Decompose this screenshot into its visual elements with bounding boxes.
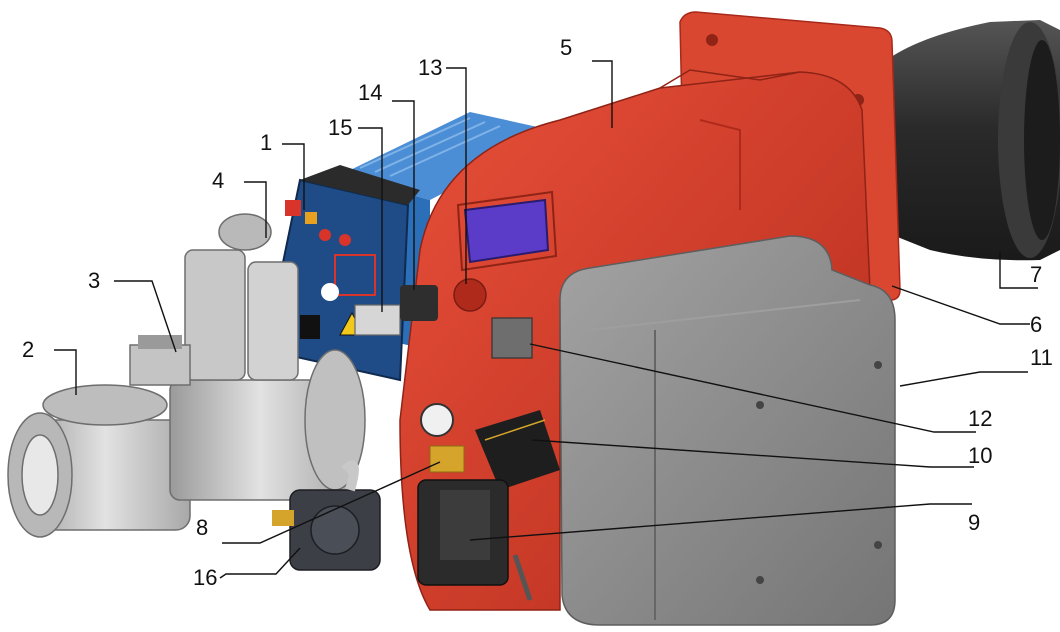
leader-2 [54, 349, 77, 395]
callout-11: 11 [1030, 345, 1053, 370]
callout-5: 5 [560, 35, 572, 60]
gas-filter [7, 384, 191, 538]
callout-7: 7 [1030, 262, 1042, 287]
leader-5 [592, 60, 613, 128]
gas-valve-body [129, 213, 366, 501]
leader-15 [358, 127, 383, 312]
leader-12 [529, 343, 976, 433]
callout-labels: 1 2 3 4 5 6 7 8 9 10 11 12 13 14 15 16 [22, 35, 1053, 590]
lower-components [272, 403, 560, 601]
leader-1 [282, 143, 305, 210]
leader-lines [54, 60, 1038, 579]
callout-4: 4 [212, 168, 224, 193]
blast-tube [870, 20, 1060, 261]
callout-6: 6 [1030, 312, 1042, 337]
upper-components [354, 278, 533, 359]
callout-1: 1 [260, 130, 272, 155]
callout-3: 3 [88, 268, 100, 293]
leader-16 [219, 547, 301, 579]
callout-15: 15 [328, 115, 352, 140]
leader-9 [469, 503, 972, 541]
callout-14: 14 [358, 80, 382, 105]
gray-cover [559, 235, 896, 626]
callout-16: 16 [193, 565, 217, 590]
callout-12: 12 [968, 406, 992, 431]
leader-8 [222, 461, 441, 544]
callout-10: 10 [968, 443, 992, 468]
leader-13 [446, 67, 467, 284]
leader-7 [999, 252, 1038, 289]
leader-6 [891, 285, 1030, 325]
leader-10 [531, 439, 974, 468]
callout-2: 2 [22, 337, 34, 362]
callout-8: 8 [196, 515, 208, 540]
leader-14 [392, 100, 415, 290]
leader-4 [244, 181, 267, 238]
callout-13: 13 [418, 55, 442, 80]
leader-11 [899, 371, 1028, 387]
callout-9: 9 [968, 510, 980, 535]
leader-3 [114, 280, 177, 353]
